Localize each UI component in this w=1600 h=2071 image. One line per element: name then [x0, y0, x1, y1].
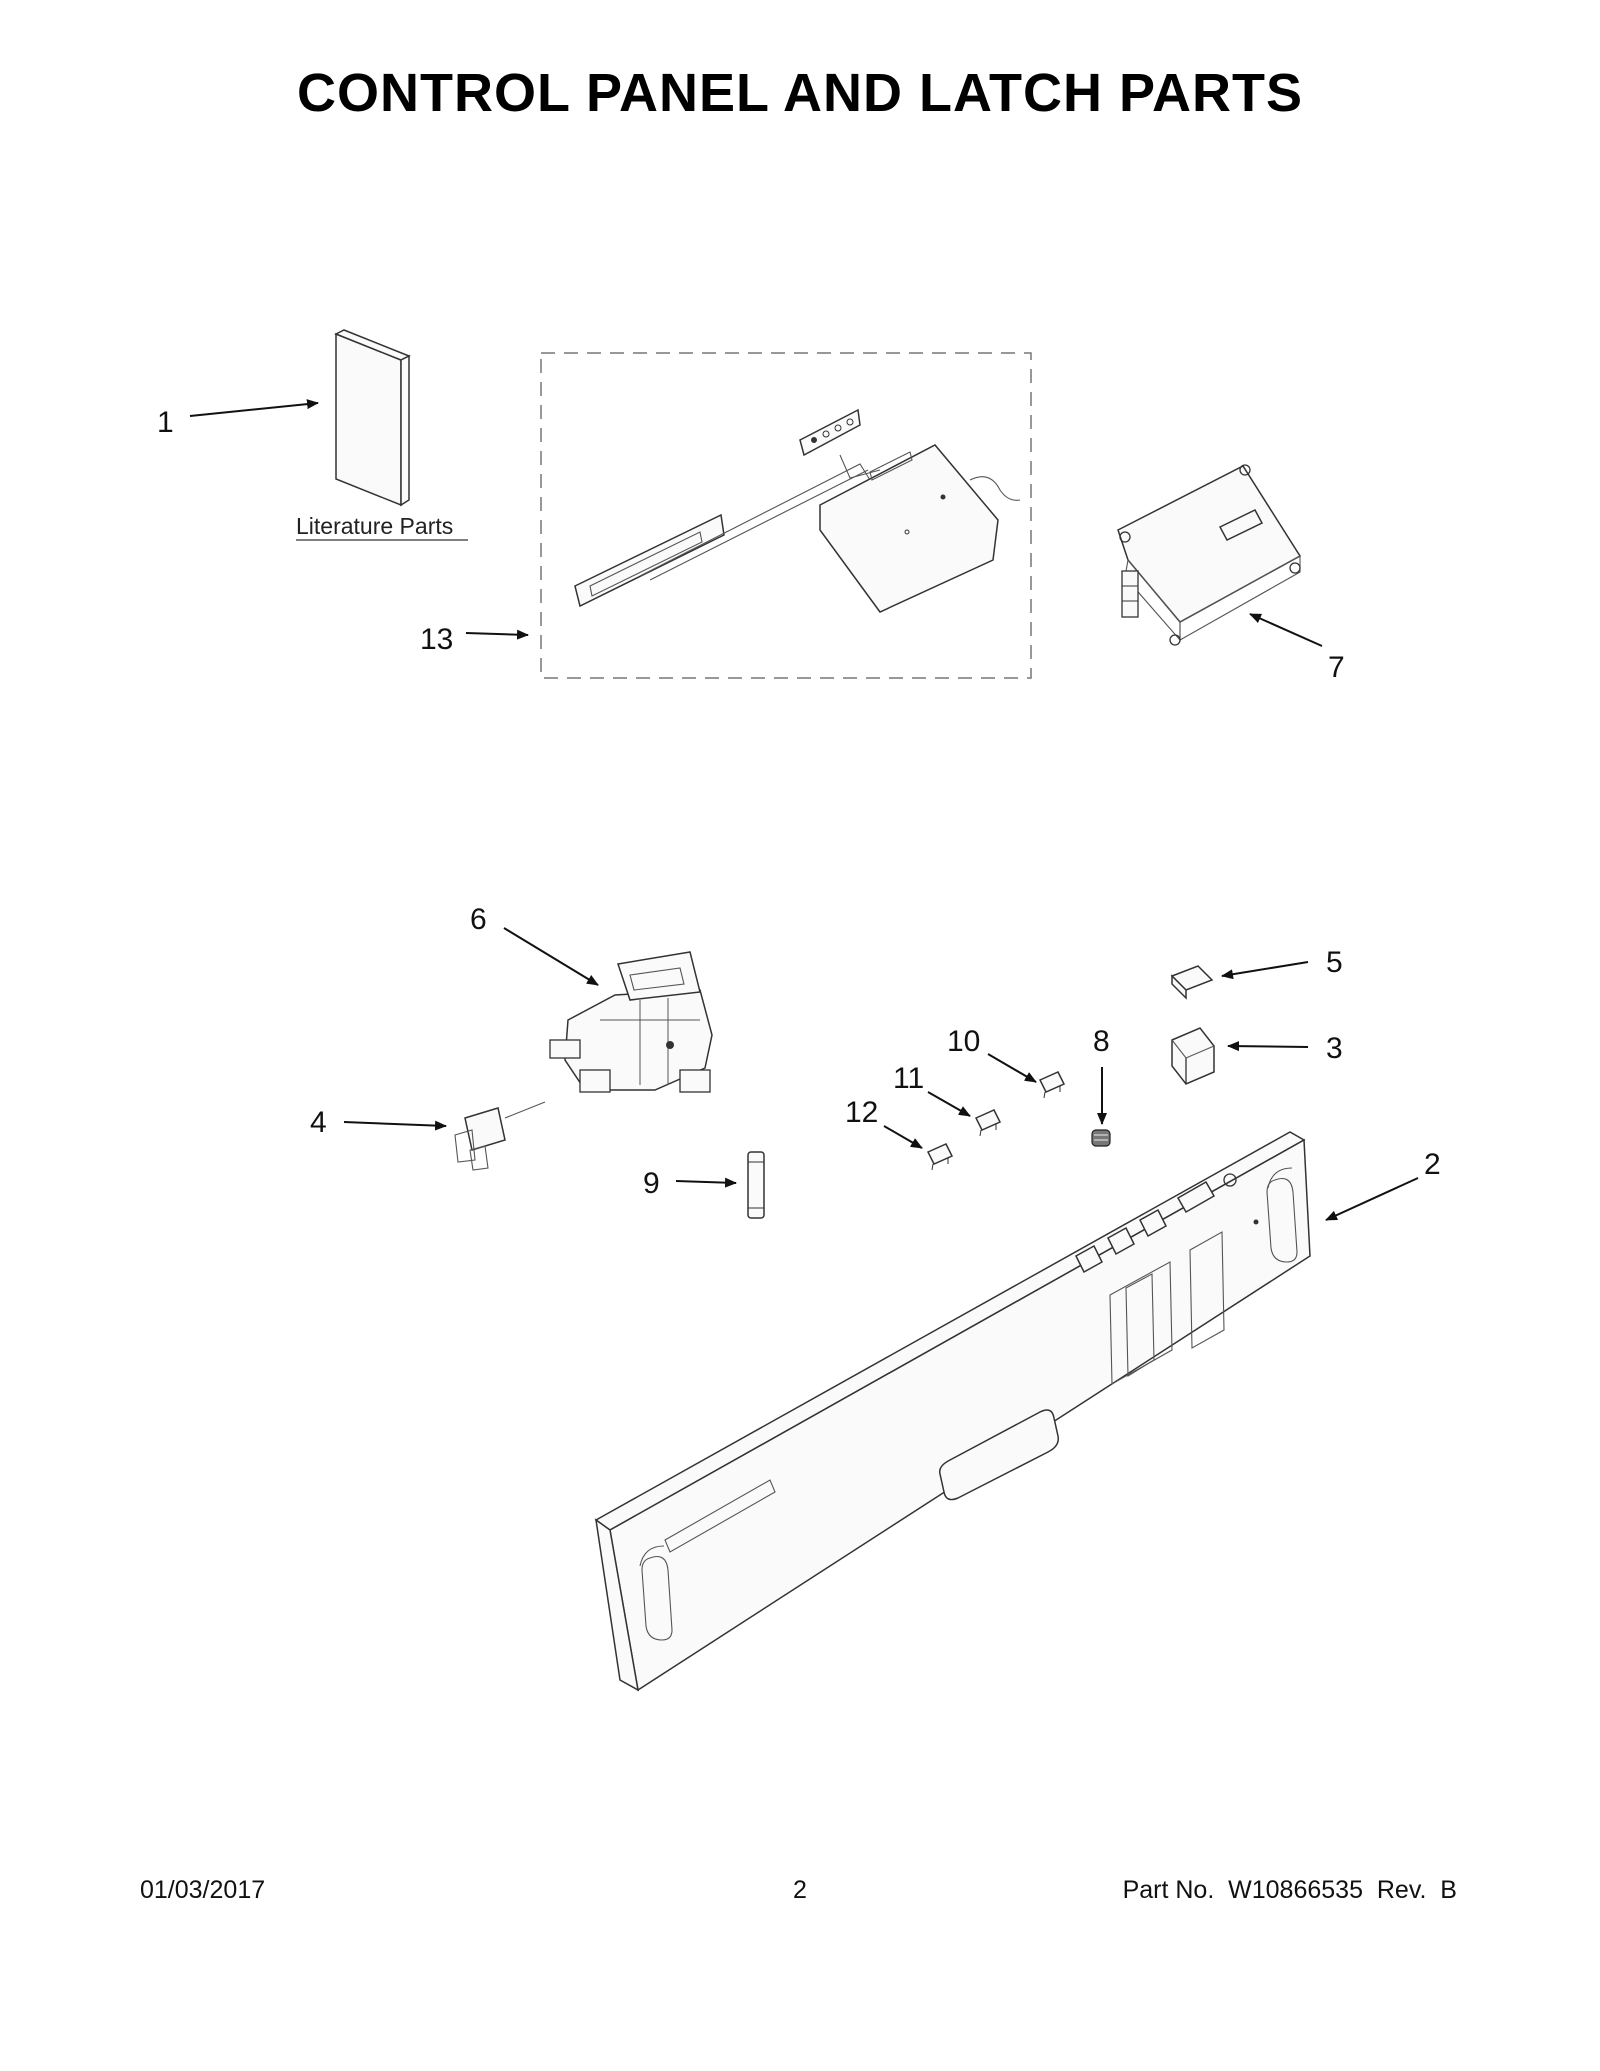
callout-12: 12: [845, 1096, 878, 1129]
callout-4: 4: [310, 1106, 327, 1139]
callout-7: 7: [1328, 651, 1345, 684]
button-holder: [1171, 1027, 1215, 1085]
page-title: CONTROL PANEL AND LATCH PARTS: [297, 63, 1303, 123]
footer-part-number: Part No. W10866535 Rev. B: [1122, 1876, 1457, 1904]
user-interface-board: [574, 408, 1021, 613]
callout-1: 1: [157, 406, 174, 439]
callout-13: 13: [420, 623, 453, 656]
door-switch: [454, 1101, 546, 1171]
control-panel-console: [594, 1131, 1311, 1692]
footer-date: 01/03/2017: [140, 1876, 266, 1904]
spring: [1091, 1129, 1111, 1147]
literature-booklet: [334, 329, 411, 507]
button-clip-12: [926, 1143, 954, 1171]
kit-outline: [540, 352, 1032, 679]
callout-11: 11: [893, 1062, 924, 1095]
door-latch-assembly: [549, 951, 713, 1093]
callout-8: 8: [1093, 1025, 1110, 1058]
callout-2: 2: [1424, 1148, 1441, 1181]
callout-3: 3: [1326, 1032, 1343, 1065]
footer-page-number: 2: [793, 1876, 807, 1904]
fuse: [747, 1151, 765, 1219]
button-cap: [1170, 965, 1214, 1000]
button-clip-10: [1038, 1071, 1066, 1099]
callout-5: 5: [1326, 946, 1343, 979]
literature-parts-label: Literature Parts: [296, 513, 453, 539]
callout-9: 9: [643, 1167, 660, 1200]
callout-6: 6: [470, 903, 487, 936]
callout-10: 10: [947, 1025, 980, 1058]
button-clip-11: [974, 1109, 1002, 1137]
electronic-control: [1117, 464, 1302, 646]
